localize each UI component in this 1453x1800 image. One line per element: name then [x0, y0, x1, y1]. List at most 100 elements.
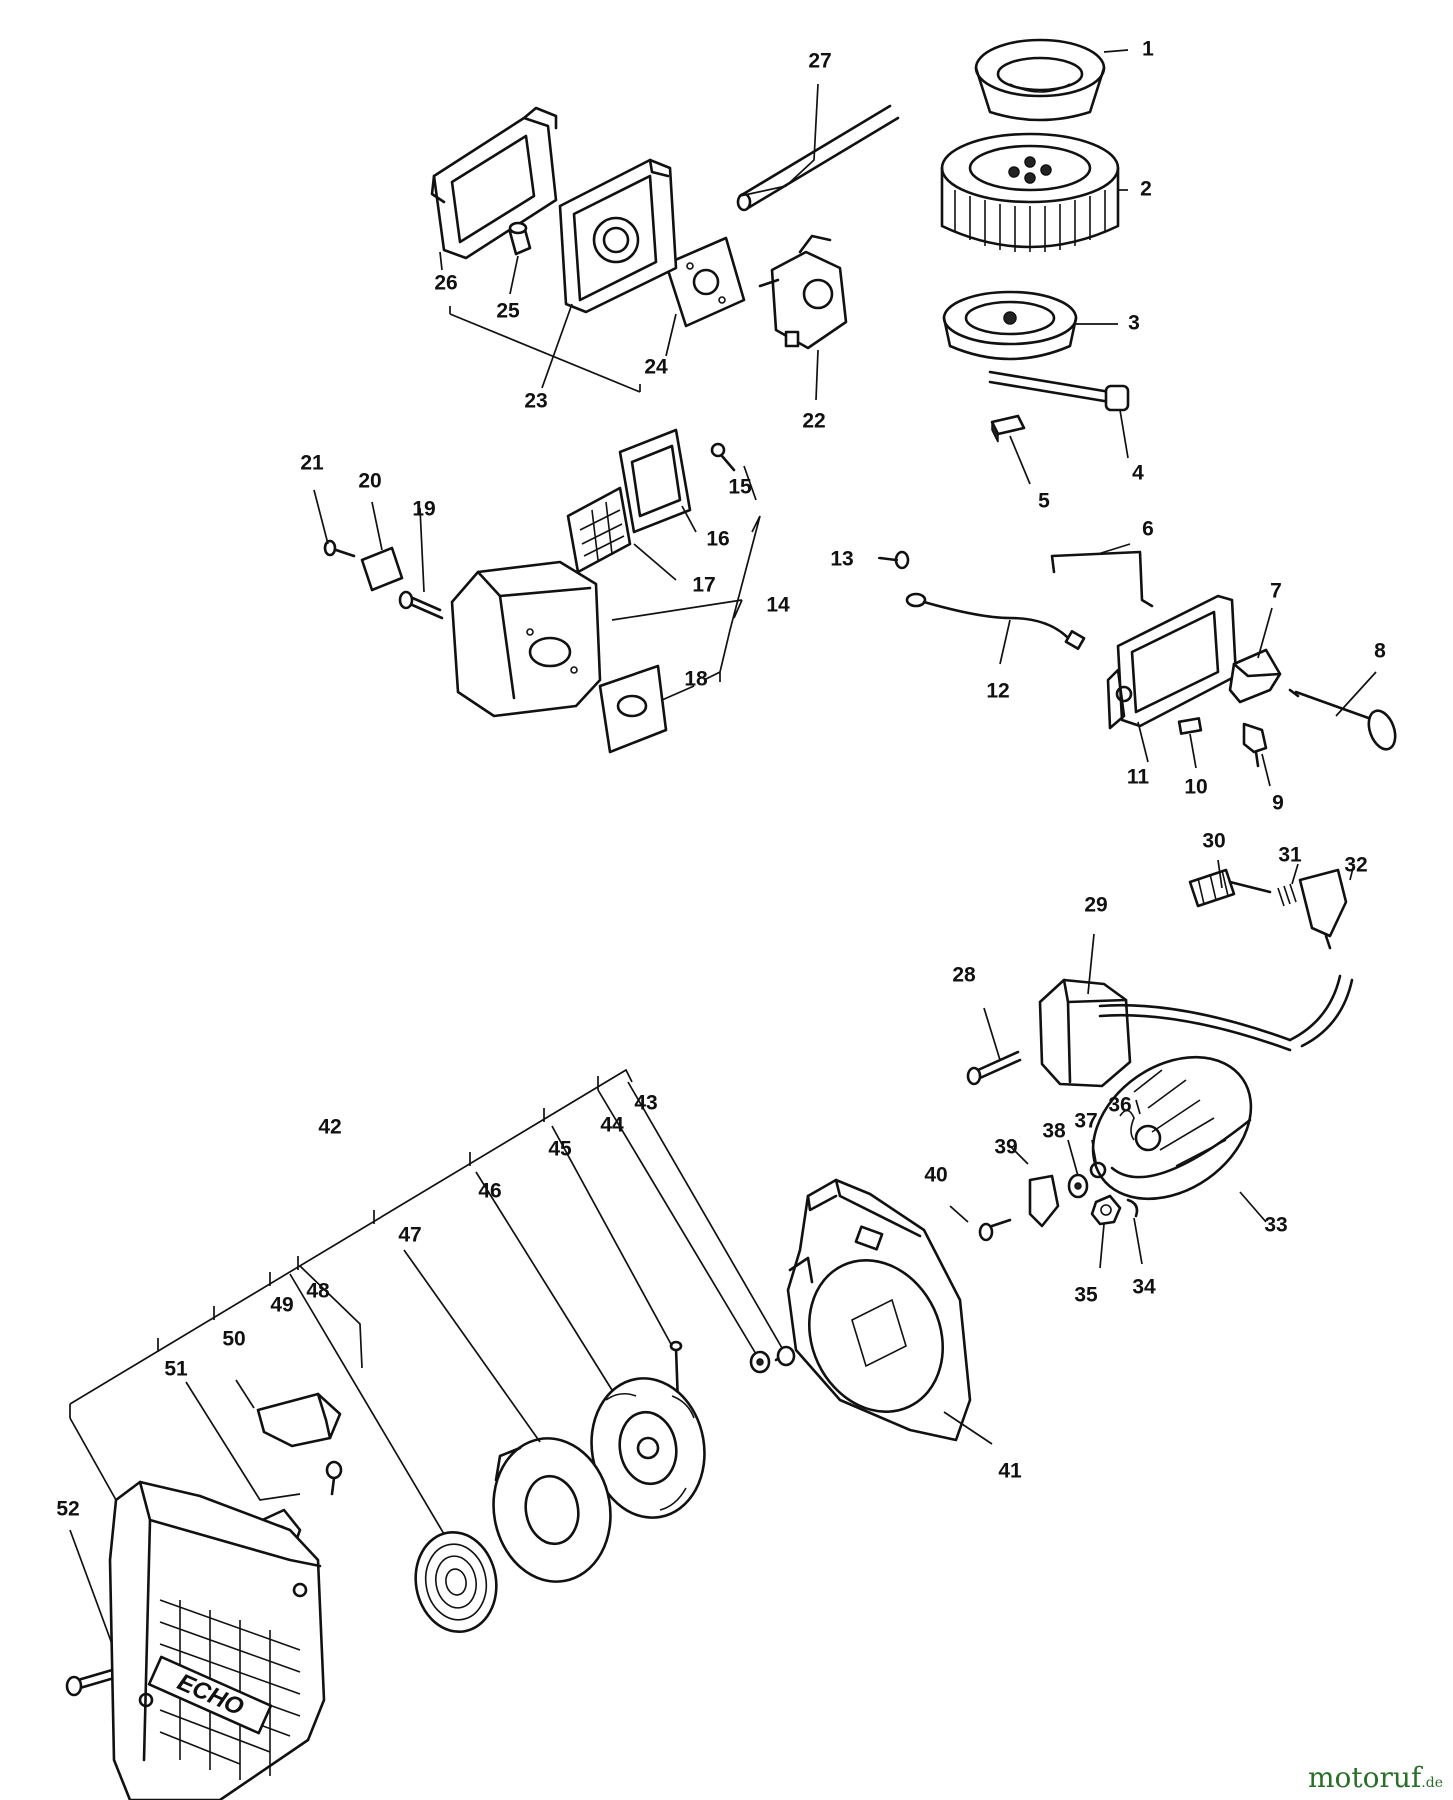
muffler-screw — [323, 539, 356, 558]
muffler-stud — [398, 590, 444, 620]
callout-51: 51 — [164, 1358, 188, 1381]
callout-24: 24 — [644, 356, 668, 379]
starter-handle — [256, 1392, 342, 1448]
watermark-name: motoruf — [1307, 1761, 1422, 1794]
choke-knob — [1288, 688, 1397, 751]
switch-box — [1228, 648, 1282, 704]
starter-cover — [108, 1480, 326, 1800]
callout-49: 49 — [270, 1294, 293, 1317]
filter-seal — [990, 414, 1026, 443]
carburetor-gasket — [664, 236, 746, 328]
callout-21: 21 — [300, 452, 324, 475]
coil-screw — [966, 1050, 1022, 1086]
callout-27: 27 — [808, 50, 831, 73]
callout-37: 37 — [1074, 1110, 1097, 1133]
callout-15: 15 — [728, 476, 752, 499]
callout-1: 1 — [1142, 38, 1154, 61]
callout-47: 47 — [398, 1224, 421, 1247]
ignition-coil — [1038, 974, 1354, 1088]
callout-48: 48 — [306, 1280, 330, 1303]
rewind-spring — [414, 1530, 498, 1634]
air-filter-cover — [974, 38, 1106, 122]
throttle-spring — [1242, 722, 1268, 768]
callout-29: 29 — [1084, 894, 1107, 917]
fuel-hose — [736, 104, 900, 212]
switch-label — [1177, 717, 1203, 735]
callout-11: 11 — [1127, 766, 1150, 789]
callout-39: 39 — [994, 1136, 1017, 1159]
intake-gasket-frame — [430, 106, 558, 260]
pawl-washer — [1089, 1161, 1107, 1179]
callout-41: 41 — [998, 1460, 1022, 1483]
callout-5: 5 — [1038, 490, 1050, 513]
callout-10: 10 — [1184, 776, 1207, 799]
callout-45: 45 — [548, 1138, 572, 1161]
callout-3: 3 — [1128, 312, 1140, 335]
intake-bracket — [449, 306, 641, 393]
callout-35: 35 — [1074, 1284, 1098, 1307]
spark-plug-cap — [1298, 868, 1348, 950]
callout-42: 42 — [318, 1116, 341, 1139]
callout-6: 6 — [1142, 518, 1154, 541]
muffler-cover-plate — [618, 428, 692, 534]
callout-20: 20 — [358, 470, 381, 493]
callout-43: 43 — [634, 1092, 657, 1115]
pawl-spring — [1119, 1109, 1135, 1141]
carburetor — [758, 234, 848, 350]
control-bracket — [1106, 594, 1238, 730]
callout-7: 7 — [1270, 580, 1282, 603]
callout-46: 46 — [478, 1180, 501, 1203]
callout-33: 33 — [1264, 1214, 1287, 1237]
intake-nipple — [508, 221, 532, 256]
callout-30: 30 — [1202, 830, 1225, 853]
filter-bolt — [988, 370, 1130, 412]
callout-12: 12 — [986, 680, 1009, 703]
starter-screw — [774, 1345, 796, 1367]
callout-4: 4 — [1132, 462, 1144, 485]
fan-housing — [786, 1178, 972, 1442]
rewind-spring-case — [492, 1437, 612, 1583]
callout-36: 36 — [1108, 1094, 1131, 1117]
callout-2: 2 — [1140, 178, 1152, 201]
flywheel-nut — [1090, 1194, 1122, 1226]
callout-25: 25 — [496, 300, 520, 323]
watermark-tld: .de — [1421, 1775, 1443, 1791]
callout-13: 13 — [830, 548, 853, 571]
callout-31: 31 — [1278, 844, 1302, 867]
pawl — [1028, 1174, 1060, 1228]
callout-34: 34 — [1132, 1276, 1156, 1299]
carburetor-spacer — [558, 158, 678, 314]
plug-spring — [1277, 883, 1297, 907]
callout-18: 18 — [684, 668, 708, 691]
air-filter-element — [940, 132, 1120, 252]
callout-19: 19 — [412, 498, 435, 521]
air-filter-base — [942, 290, 1078, 361]
callout-8: 8 — [1374, 640, 1386, 663]
muffler-gasket — [598, 664, 668, 754]
muffler-screw-top — [710, 442, 736, 472]
callout-50: 50 — [222, 1328, 245, 1351]
callout-28: 28 — [952, 964, 976, 987]
starter-pulley — [590, 1377, 706, 1519]
callout-26: 26 — [434, 272, 457, 295]
callout-22: 22 — [802, 410, 825, 433]
callout-52: 52 — [56, 1498, 79, 1521]
muffler-group-bracket — [611, 515, 761, 682]
throttle-rod — [1050, 550, 1154, 608]
callout-40: 40 — [924, 1164, 947, 1187]
callout-32: 32 — [1344, 854, 1367, 877]
watermark-logo: motoruf.de — [1308, 1761, 1443, 1794]
flywheel-washer — [1067, 1173, 1089, 1199]
pawl-bolt — [978, 1218, 1012, 1242]
guide-screw — [325, 1460, 343, 1496]
callout-38: 38 — [1042, 1120, 1066, 1143]
muffler-body — [450, 560, 602, 718]
callout-23: 23 — [524, 390, 547, 413]
muffler-plate — [360, 546, 404, 592]
spark-plug — [1188, 868, 1272, 908]
callout-9: 9 — [1272, 792, 1284, 815]
starter-washer — [749, 1350, 771, 1374]
spark-arrestor-screen — [566, 486, 632, 574]
callout-44: 44 — [600, 1114, 624, 1137]
